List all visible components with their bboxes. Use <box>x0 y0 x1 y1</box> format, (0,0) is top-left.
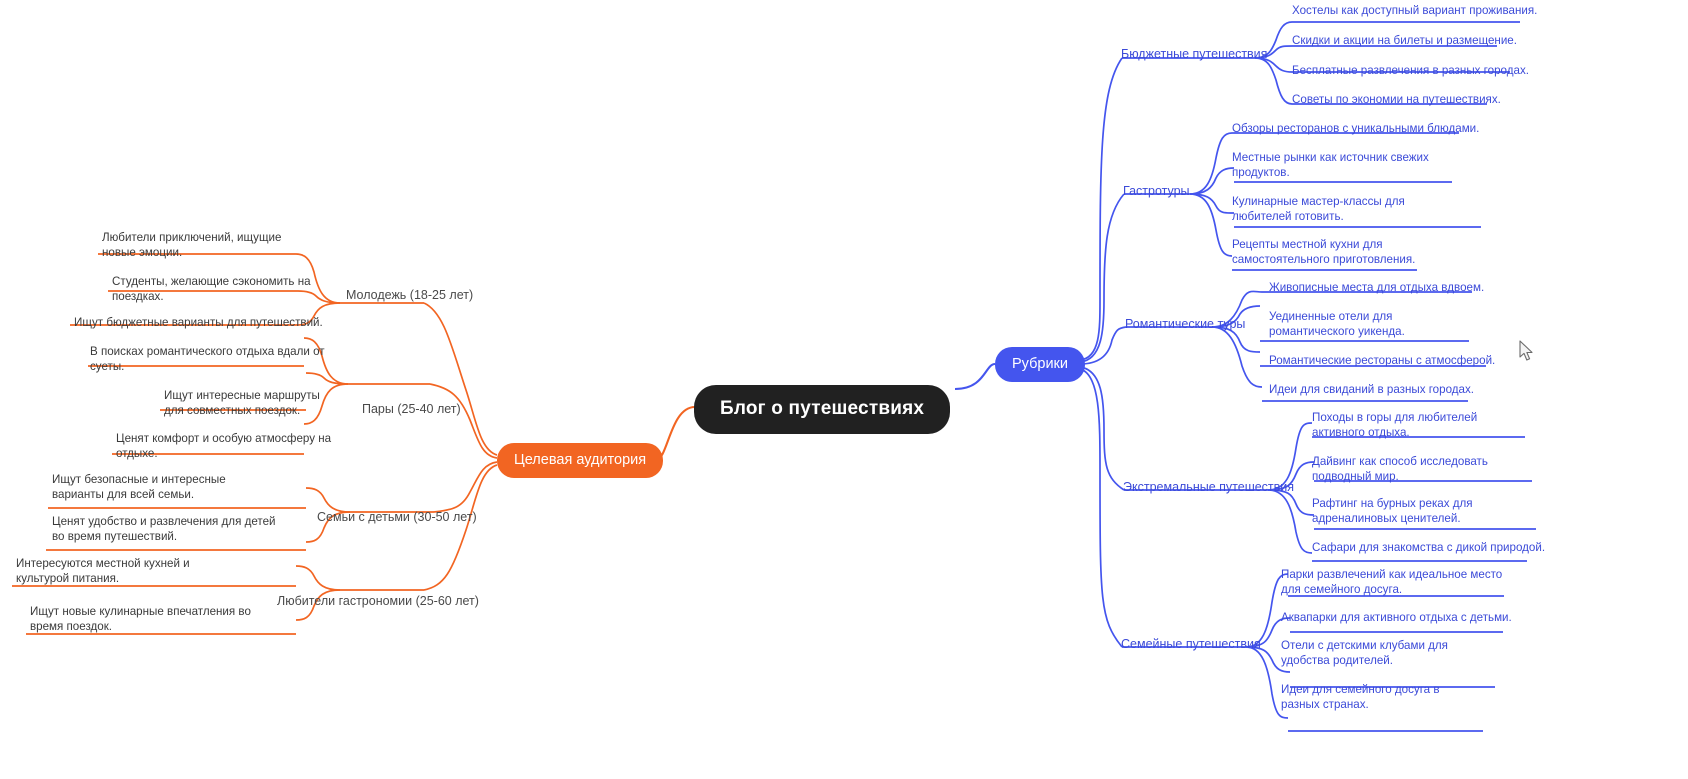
leaf-item[interactable]: Рафтинг на бурных реках для адреналиновы… <box>1312 497 1473 525</box>
topic-label-budget-travel[interactable]: Бюджетные путешествия <box>1121 47 1268 61</box>
leaf-item[interactable]: Отели с детскими клубами для удобства ро… <box>1281 639 1448 667</box>
topic-label-extreme-travel[interactable]: Экстремальные путешествия <box>1123 480 1295 494</box>
leaf-item[interactable]: Советы по экономии на путешествиях. <box>1292 93 1501 106</box>
leaf-item[interactable]: Живописные места для отдыха вдвоем. <box>1269 281 1485 294</box>
leaf-item[interactable]: Интересуются местной кухней и культурой … <box>16 557 190 585</box>
leaf-item[interactable]: Идеи для свиданий в разных городах. <box>1269 383 1475 396</box>
mouse-pointer-icon <box>1519 340 1533 361</box>
leaf-item[interactable]: Обзоры ресторанов с уникальными блюдами. <box>1232 122 1480 135</box>
topic-label-family-travel[interactable]: Семейные путешествия <box>1121 637 1261 651</box>
topic-label-romantic-tours[interactable]: Романтические туры <box>1125 317 1246 331</box>
leaf-item[interactable]: В поисках романтического отдыха вдали от… <box>90 345 325 373</box>
branch-node-rubriki[interactable]: Рубрики <box>995 347 1085 383</box>
leaf-item[interactable]: Походы в горы для любителей активного от… <box>1312 411 1478 439</box>
leaf-item[interactable]: Ценят удобство и развлечения для детей в… <box>52 515 276 543</box>
leaf-item[interactable]: Скидки и акции на билеты и размещение. <box>1292 34 1517 47</box>
root-node[interactable]: Блог о путешествиях <box>694 385 951 434</box>
leaf-item[interactable]: Бесплатные развлечения в разных городах. <box>1292 64 1529 77</box>
topic-label-families[interactable]: Семьи с детьми (30-50 лет) <box>317 510 477 524</box>
leaf-item[interactable]: Хостелы как доступный вариант проживания… <box>1292 4 1538 17</box>
leaf-item[interactable]: Кулинарные мастер-классы для любителей г… <box>1232 195 1405 223</box>
leaf-item[interactable]: Дайвинг как способ исследовать подводный… <box>1312 455 1488 483</box>
leaf-item[interactable]: Парки развлечений как идеальное место дл… <box>1281 568 1503 596</box>
topic-label-gastro-tours[interactable]: Гастротуры <box>1123 184 1190 198</box>
leaf-item[interactable]: Ищут новые кулинарные впечатления во вре… <box>30 605 251 633</box>
leaf-item[interactable]: Ищут безопасные и интересные варианты дл… <box>52 473 226 501</box>
leaf-item[interactable]: Любители приключений, ищущие новые эмоци… <box>102 231 282 259</box>
leaf-item[interactable]: Ценят комфорт и особую атмосферу на отды… <box>116 432 332 460</box>
branch-node-target-audience[interactable]: Целевая аудитория <box>497 443 664 479</box>
topic-label-couples[interactable]: Пары (25-40 лет) <box>362 402 461 416</box>
leaf-item[interactable]: Идеи для семейного досуга в разных стран… <box>1281 683 1440 711</box>
leaf-item[interactable]: Местные рынки как источник свежих продук… <box>1232 151 1429 179</box>
topic-label-youth[interactable]: Молодежь (18-25 лет) <box>346 288 474 302</box>
leaf-item[interactable]: Романтические рестораны с атмосферой. <box>1269 354 1496 367</box>
leaf-item[interactable]: Ищут интересные маршруты для совместных … <box>164 389 320 417</box>
leaf-item[interactable]: Студенты, желающие сэкономить на поездка… <box>112 275 311 303</box>
leaf-item[interactable]: Ищут бюджетные варианты для путешествий. <box>74 316 323 329</box>
topic-label-gastronomy-lovers[interactable]: Любители гастрономии (25-60 лет) <box>277 594 479 608</box>
leaf-item[interactable]: Аквапарки для активного отдыха с детьми. <box>1281 611 1512 624</box>
leaf-item[interactable]: Сафари для знакомства с дикой природой. <box>1312 541 1546 554</box>
leaf-item[interactable]: Уединенные отели для романтического уике… <box>1269 310 1405 338</box>
leaf-item[interactable]: Рецепты местной кухни для самостоятельно… <box>1232 238 1416 266</box>
